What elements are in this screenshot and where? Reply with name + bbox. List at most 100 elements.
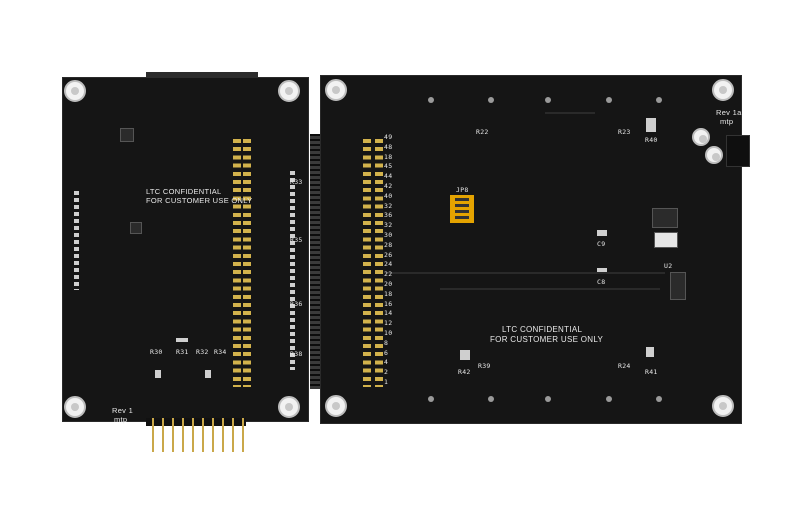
pin-number-label: 48 xyxy=(384,142,393,151)
pin-number-label: 6 xyxy=(384,348,389,357)
inductor xyxy=(654,232,678,248)
right-edge-pads xyxy=(290,170,295,370)
silk-ref: R40 xyxy=(645,136,658,144)
pin-number-label: 20 xyxy=(384,280,393,288)
silk-ref: R23 xyxy=(618,128,631,136)
mounting-hole xyxy=(692,128,710,146)
silk-ref: R39 xyxy=(478,362,491,370)
smd-part xyxy=(205,370,211,378)
pcb-trace xyxy=(440,288,660,290)
via xyxy=(428,97,434,103)
via xyxy=(606,97,612,103)
dip-switch xyxy=(450,195,474,223)
smd-part xyxy=(597,230,607,236)
via xyxy=(488,97,494,103)
via xyxy=(488,396,494,402)
silk-ref: R32 xyxy=(196,348,209,356)
mounting-hole xyxy=(325,395,347,417)
right-header-pins-b xyxy=(375,137,383,387)
mounting-hole xyxy=(325,79,347,101)
smd-part xyxy=(646,118,656,132)
via xyxy=(545,396,551,402)
via xyxy=(656,97,662,103)
right-edge-connector xyxy=(726,135,750,167)
smd-part xyxy=(646,347,654,357)
silk-ref: U2 xyxy=(664,262,673,270)
pin-number-label: 49 xyxy=(384,133,393,141)
silk-ref: R31 xyxy=(176,348,189,356)
right-confidential-line2: FOR CUSTOMER USE ONLY xyxy=(490,335,604,344)
mounting-hole xyxy=(712,395,734,417)
pin-number-label: 8 xyxy=(384,338,389,347)
left-header-pins-b xyxy=(243,137,251,387)
silk-ref: R33 xyxy=(290,178,303,186)
pin-number-label: 14 xyxy=(384,309,393,318)
left-top-connector xyxy=(146,72,258,78)
pin-number-label: 16 xyxy=(384,299,393,308)
board-to-board-connector xyxy=(310,134,320,389)
pin-number-label: 40 xyxy=(384,191,393,200)
via xyxy=(545,97,551,103)
pin-number-label: 2 xyxy=(384,368,389,377)
pin-number-label: 18 xyxy=(384,152,393,161)
right-ic xyxy=(652,208,678,228)
pin-number-label: 18 xyxy=(384,289,393,298)
right-ic xyxy=(670,272,686,300)
left-ic xyxy=(130,222,142,234)
mounting-hole xyxy=(64,80,86,102)
silk-ref: C9 xyxy=(597,240,606,248)
silk-ref: R35 xyxy=(290,236,303,244)
left-ic xyxy=(120,128,134,142)
smd-part xyxy=(597,268,607,274)
pcb-trace xyxy=(385,272,665,274)
left-confidential-line1: LTC CONFIDENTIAL xyxy=(146,187,222,196)
right-revision-initials: mtp xyxy=(720,117,734,126)
right-confidential-line1: LTC CONFIDENTIAL xyxy=(502,325,583,334)
via xyxy=(606,396,612,402)
smd-part xyxy=(155,370,161,378)
silk-ref: R41 xyxy=(645,368,658,376)
left-revision-initials: mtp xyxy=(114,415,128,424)
mounting-hole xyxy=(278,80,300,102)
pin-number-label: 4 xyxy=(384,358,389,367)
pin-number-label: 10 xyxy=(384,329,393,337)
pin-number-label: 24 xyxy=(384,260,393,269)
pin-number-label: 22 xyxy=(384,270,393,279)
silk-ref: R42 xyxy=(458,368,471,376)
pin-number-label: 26 xyxy=(384,250,393,259)
mounting-hole xyxy=(705,146,723,164)
silk-ref: R36 xyxy=(290,300,303,308)
pin-number-label: 28 xyxy=(384,240,393,249)
silk-ref: R38 xyxy=(290,350,303,358)
left-edge-pads xyxy=(74,190,79,290)
pin-number-label: 32 xyxy=(384,221,393,230)
pin-number-label: 36 xyxy=(384,211,393,220)
silk-ref: C8 xyxy=(597,278,606,286)
mounting-hole xyxy=(278,396,300,418)
pin-number-label: 42 xyxy=(384,182,393,190)
via xyxy=(428,396,434,402)
smd-part xyxy=(460,350,470,360)
left-revision: Rev 1 xyxy=(112,406,134,415)
bottom-header-pins xyxy=(148,418,244,452)
pin-number-label: 1 xyxy=(384,378,389,386)
via xyxy=(656,396,662,402)
silk-ref: R30 xyxy=(150,348,163,356)
pin-number-label: 12 xyxy=(384,319,393,328)
left-confidential-line2: FOR CUSTOMER USE ONLY xyxy=(146,196,253,205)
mounting-hole xyxy=(712,79,734,101)
pin-number-label: 44 xyxy=(384,172,393,181)
pin-number-label: 45 xyxy=(384,162,393,171)
pin-number-label: 32 xyxy=(384,201,393,210)
dip-switch-label: JP8 xyxy=(456,186,469,194)
silk-ref: R24 xyxy=(618,362,631,370)
left-circuit-board xyxy=(62,77,309,422)
smd-part xyxy=(176,338,188,342)
left-header-pins-a xyxy=(233,137,241,387)
pin-number-label: 30 xyxy=(384,231,393,239)
silk-ref: R22 xyxy=(476,128,489,136)
pcb-trace xyxy=(545,112,595,114)
right-revision: Rev 1a xyxy=(716,108,742,117)
right-circuit-board xyxy=(320,75,742,424)
mounting-hole xyxy=(64,396,86,418)
